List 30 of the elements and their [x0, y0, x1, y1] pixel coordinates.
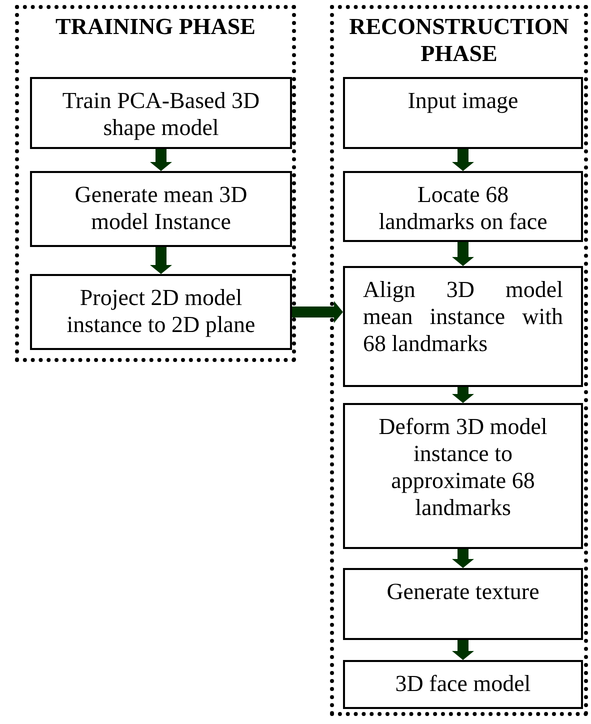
block-arrow: [452, 149, 474, 171]
process-box: [343, 266, 583, 387]
process-box: [343, 568, 583, 640]
block-arrow: [452, 640, 474, 660]
phase-heading: RECONSTRUCTION PHASE: [348, 13, 570, 67]
process-box: [343, 660, 583, 709]
step-text: Locate 68 landmarks on face: [378, 181, 548, 235]
step-text: Deform 3D model instance to approximate 68 landmarks: [378, 413, 548, 521]
step-text: Input image: [406, 87, 520, 114]
block-arrow: [150, 149, 172, 171]
phase-group: [15, 5, 296, 362]
step-text: 3D face model: [394, 670, 532, 697]
process-box: [343, 77, 583, 149]
process-box: [343, 171, 583, 242]
step-text: Project 2D model instance to 2D plane: [66, 284, 256, 338]
block-arrow: [150, 247, 172, 274]
block-arrow: [452, 387, 474, 403]
phase-group: [330, 5, 588, 716]
step-text: Align 3D model mean instance with 68 landmarks: [363, 276, 563, 357]
step-text: Train PCA-Based 3D shape model: [61, 87, 261, 141]
step-text: Generate texture: [386, 578, 540, 605]
phase-heading: TRAINING PHASE: [56, 13, 256, 40]
process-box: [30, 77, 292, 149]
block-arrow: [452, 242, 474, 266]
block-arrow: [452, 549, 474, 568]
process-box: [30, 274, 292, 350]
process-box: [343, 403, 583, 549]
step-text: Generate mean 3D model Instance: [74, 181, 248, 235]
block-arrow: [292, 301, 343, 323]
process-box: [30, 171, 292, 247]
